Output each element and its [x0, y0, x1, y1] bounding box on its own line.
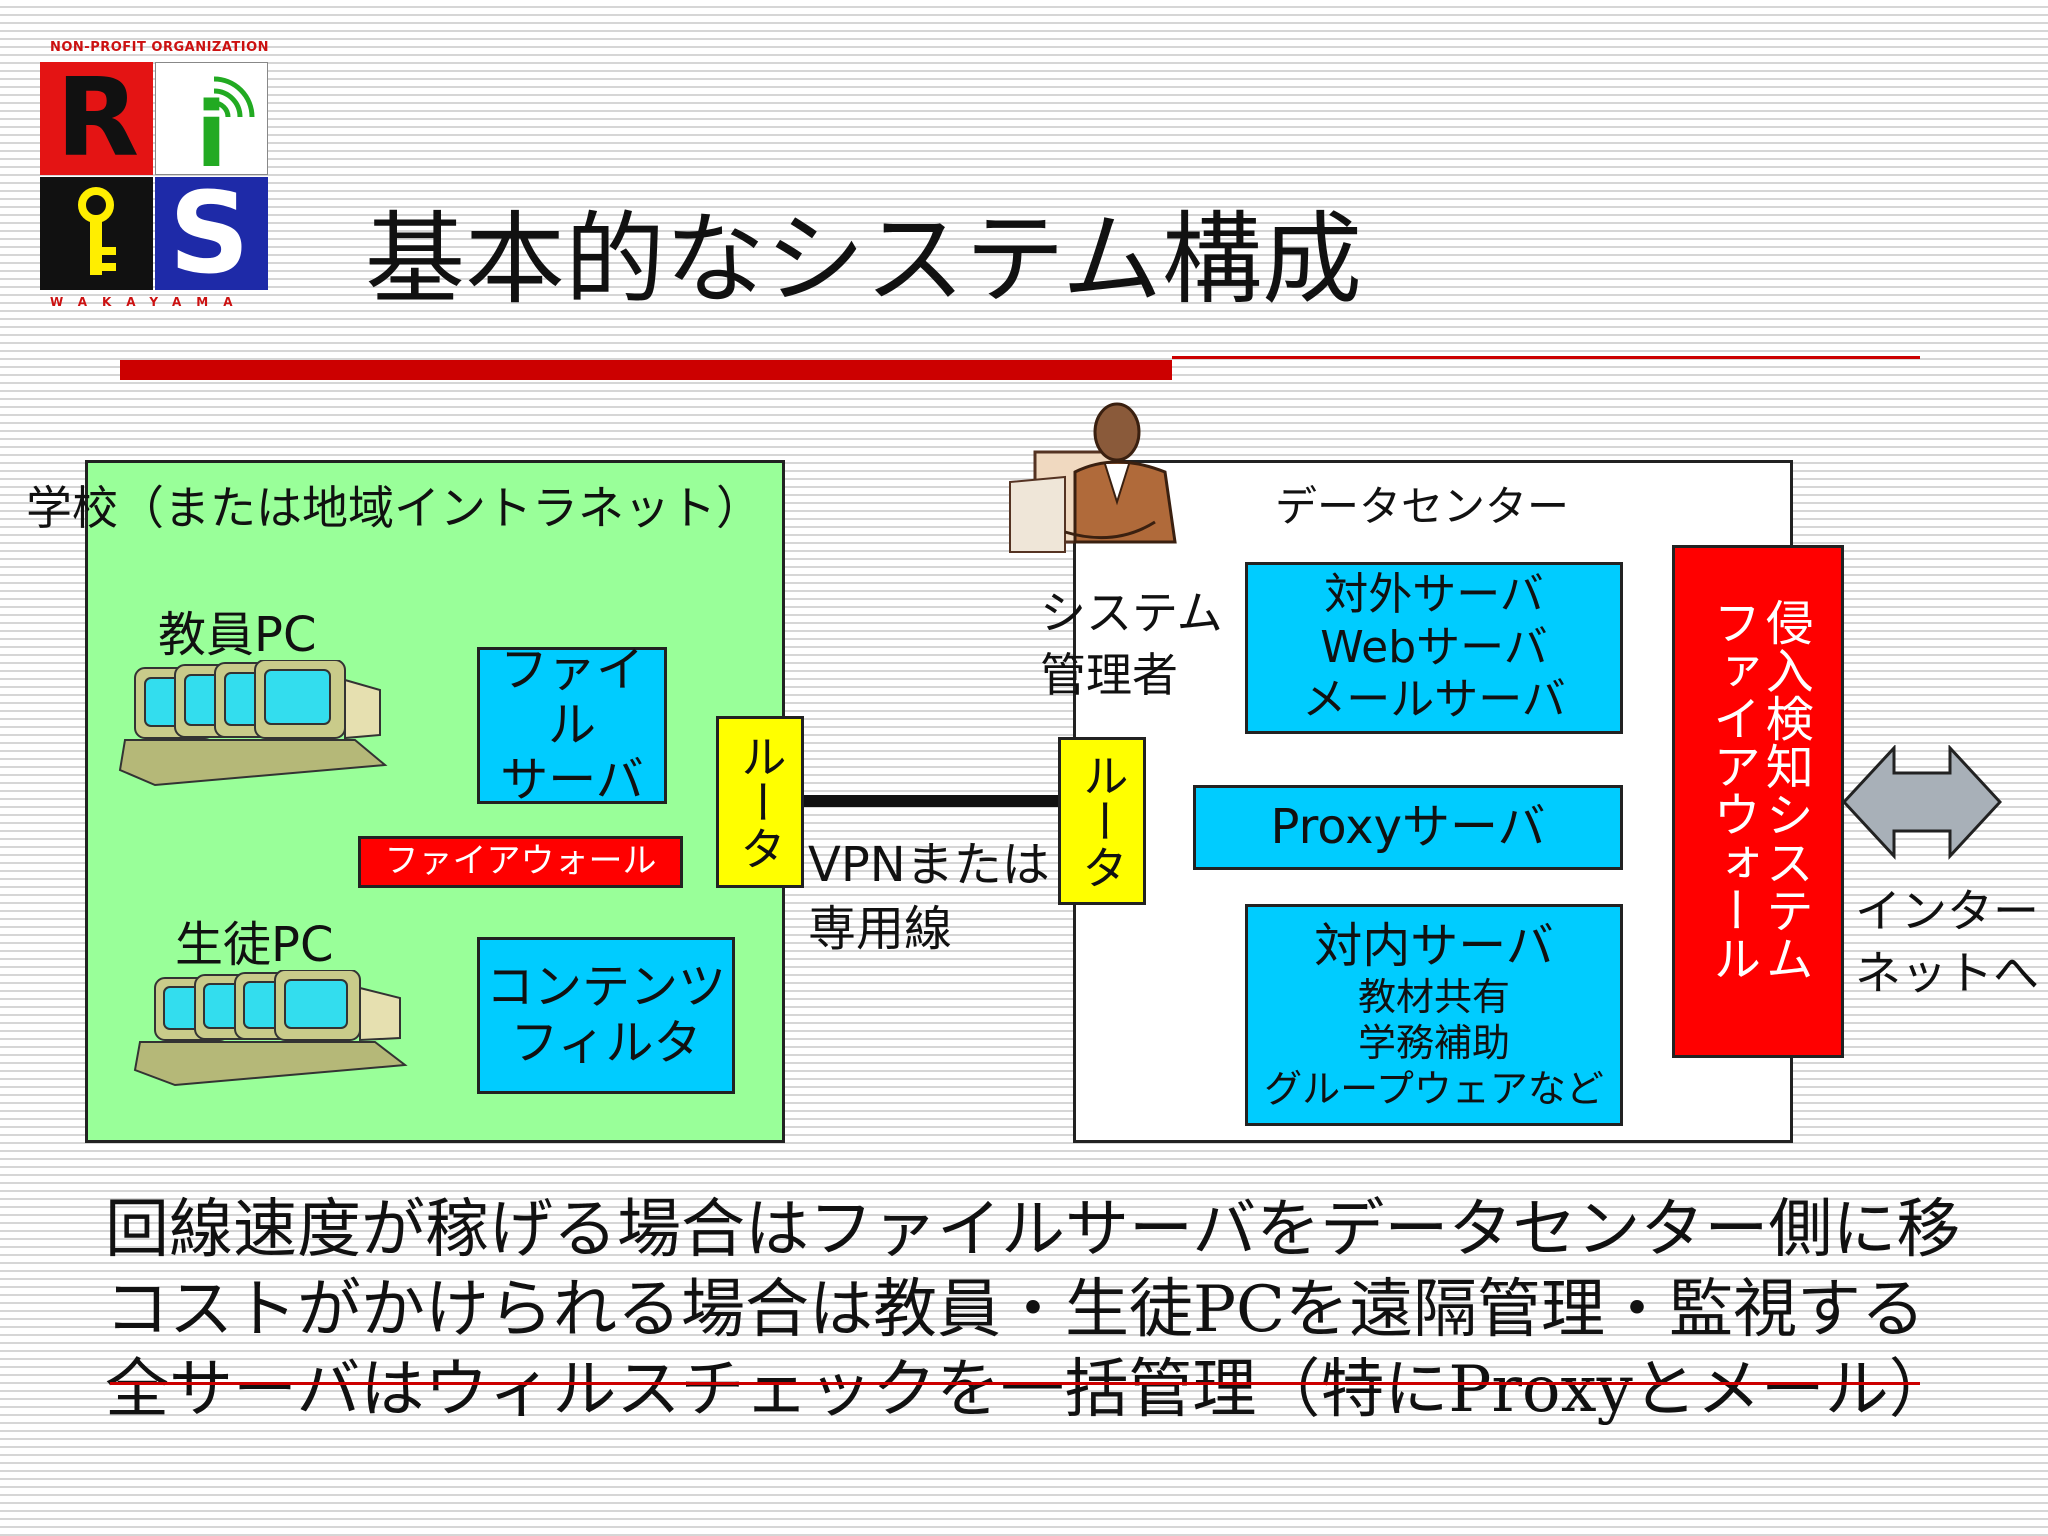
internal-server-line3: 学務補助	[1357, 1021, 1510, 1065]
student-pc-icon	[133, 970, 408, 1087]
proxy-server-label: Proxyサーバ	[1270, 798, 1546, 855]
external-server-line1: 対外サーバ	[1324, 568, 1544, 620]
admin-label: システム 管理者	[1040, 582, 1223, 706]
student-pc-label: 生徒PC	[175, 917, 334, 973]
logo-place-text: WAKAYAMA	[50, 295, 248, 309]
note-line-1: 回線速度が稼げる場合はファイルサーバをデータセンター側に移	[105, 1193, 1961, 1267]
school-area-label: 学校（または地域イントラネット）	[26, 481, 762, 535]
logo-org-text: NON-PROFIT ORGANIZATION	[50, 40, 270, 55]
signal-icon	[213, 76, 255, 118]
internal-server-line1: 対内サーバ	[1314, 917, 1554, 974]
slide-title: 基本的なシステム構成	[365, 201, 1362, 318]
title-rule-thin	[1172, 356, 1920, 359]
school-firewall-label: ファイアウォール	[384, 841, 657, 882]
external-server-line2: Webサーバ	[1320, 621, 1548, 673]
logo-s-quadrant: S	[155, 169, 268, 299]
file-server-line1: ファイル	[499, 641, 644, 753]
logo-letter-i: i	[196, 83, 227, 188]
teacher-pc-icon	[118, 660, 388, 787]
datacenter-router-label: ルータ	[1075, 752, 1130, 890]
vpn-line	[804, 795, 1058, 807]
content-filter-line1: コンテンツ	[485, 959, 726, 1016]
internet-label: インター ネットへ	[1855, 880, 2039, 1004]
internet-label-line2: ネットへ	[1855, 946, 2039, 1000]
external-server-box: 対外サーバ Webサーバ メールサーバ	[1245, 562, 1623, 734]
internal-server-box: 対内サーバ 教材共有 学務補助 グループウェアなど	[1245, 904, 1623, 1126]
file-server-line2: サーバ	[500, 752, 644, 809]
admin-label-line2: 管理者	[1040, 648, 1178, 702]
key-icon	[78, 187, 116, 275]
proxy-server-box: Proxyサーバ	[1193, 785, 1623, 870]
external-server-line3: メールサーバ	[1302, 674, 1566, 726]
firewall-ids-line2: 侵入検知システム	[1756, 598, 1813, 982]
notes-block: 回線速度が稼げる場合はファイルサーバをデータセンター側に移 コストがかけられる場…	[105, 1190, 1960, 1430]
vpn-label: VPNまたは 専用線	[808, 833, 1050, 961]
firewall-ids-line1: ファイアウォール	[1704, 598, 1760, 982]
ris-logo: NON-PROFIT ORGANIZATION R i S WAKAYAMA	[40, 40, 272, 315]
vpn-label-line2: 専用線	[808, 901, 953, 957]
file-server-box: ファイル サーバ	[477, 642, 667, 808]
internet-label-line1: インター	[1855, 884, 2039, 938]
content-filter-box: コンテンツ フィルタ	[477, 937, 735, 1094]
school-router-label: ルータ	[733, 733, 788, 871]
logo-key-quadrant	[40, 177, 153, 290]
logo-r-quadrant: R	[40, 56, 153, 181]
datacenter-label: データセンター	[1275, 482, 1570, 531]
vpn-label-line1: VPNまたは	[808, 837, 1050, 893]
teacher-pc-label: 教員PC	[158, 607, 317, 663]
school-router-box: ルータ	[716, 716, 804, 888]
note-line-2: コストがかけられる場合は教員・生徒PCを遠隔管理・監視する	[105, 1273, 1926, 1347]
logo-i-quadrant: i	[155, 62, 268, 188]
note-line-3: 全サーバはウィルスチェックを一括管理（特にProxyとメール）	[105, 1353, 1953, 1427]
logo-letter-r: R	[56, 56, 140, 181]
note-strike-line	[110, 1382, 1920, 1385]
double-arrow-icon	[1842, 745, 2002, 860]
admin-label-line1: システム	[1040, 586, 1223, 640]
title-rule-thick	[120, 360, 1172, 380]
admin-person-icon	[1009, 402, 1177, 553]
firewall-ids-box: ファイアウォール 侵入検知システム	[1672, 545, 1844, 1058]
logo-letter-s: S	[169, 169, 250, 299]
school-firewall-box: ファイアウォール	[358, 836, 683, 888]
internal-server-line4: グループウェアなど	[1264, 1066, 1604, 1111]
internal-server-line2: 教材共有	[1357, 975, 1510, 1020]
content-filter-line2: フィルタ	[510, 1014, 702, 1071]
datacenter-router-box: ルータ	[1058, 737, 1146, 905]
